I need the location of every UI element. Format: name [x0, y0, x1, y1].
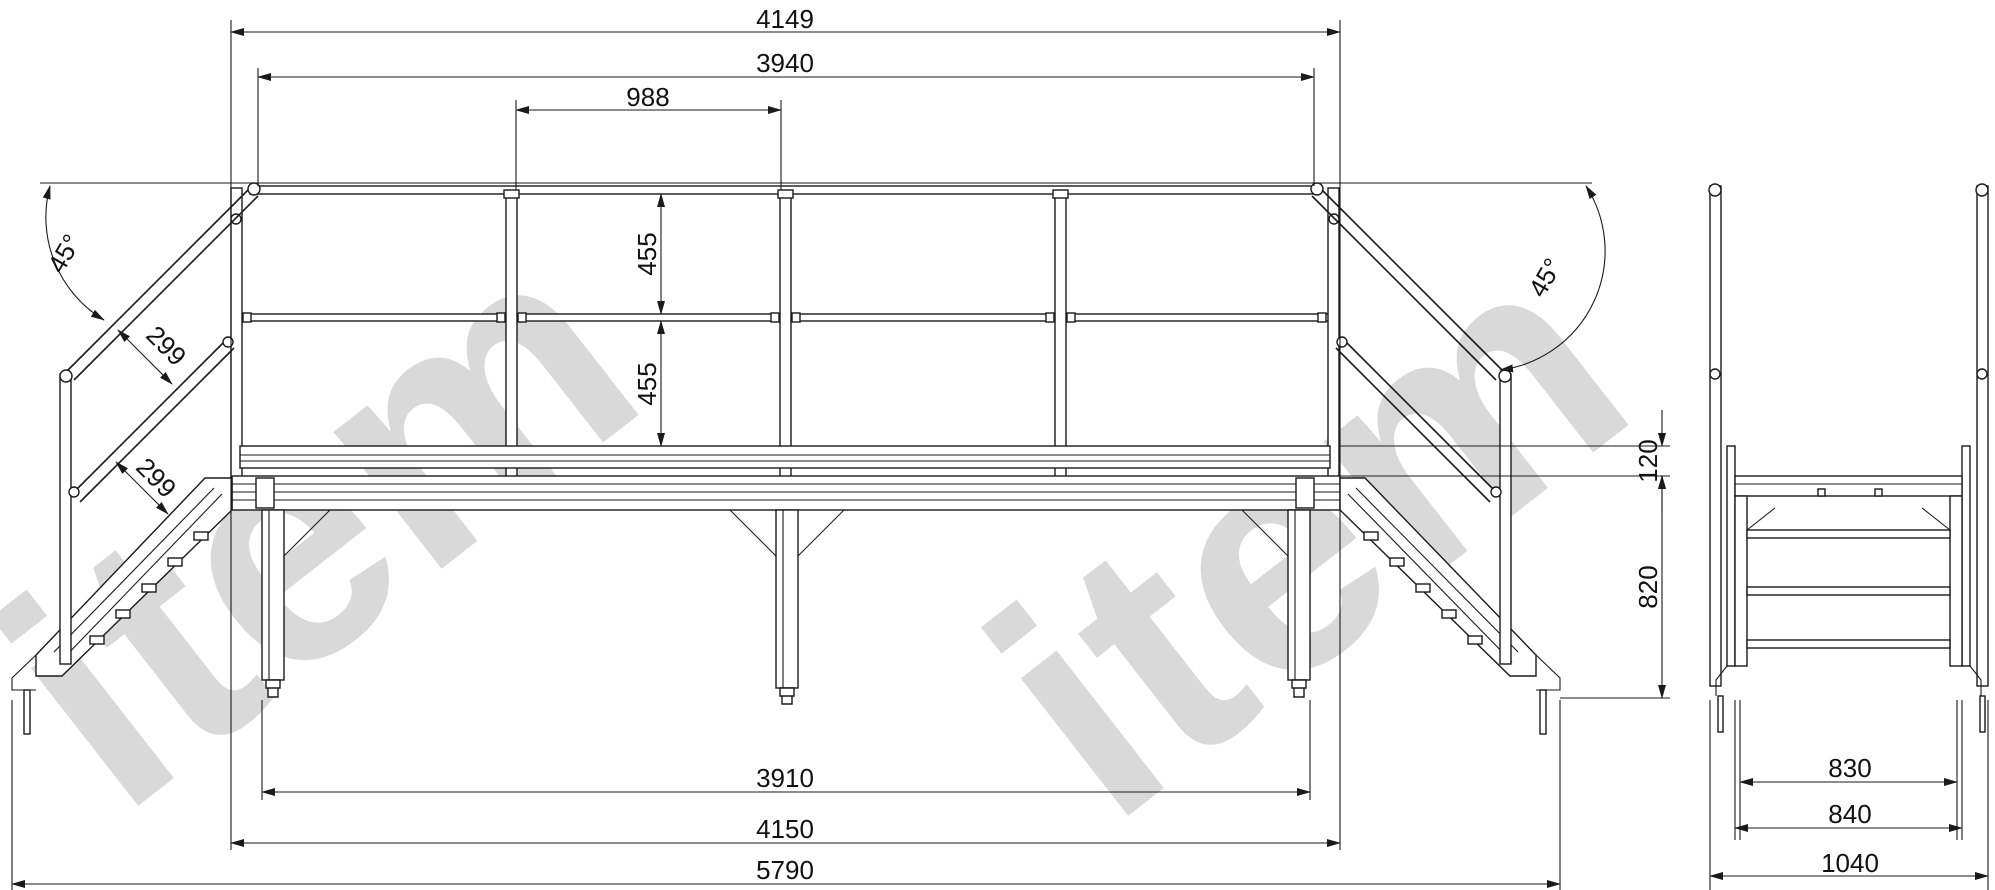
dim-inner-width: 830 — [1828, 753, 1871, 783]
dim-platform-length: 4150 — [756, 814, 814, 844]
left-stair — [11, 189, 259, 735]
dim-stair-rail-gap-upper: 299 — [140, 320, 192, 372]
leg-right — [1287, 509, 1311, 681]
leg-left — [261, 509, 285, 681]
watermark: item item — [0, 167, 1688, 886]
dim-toe-board: 120 — [1633, 439, 1663, 482]
dim-handrail-span: 3940 — [756, 48, 814, 78]
dim-support-span: 3910 — [756, 763, 814, 793]
dim-angle-left: 45° — [41, 229, 87, 278]
end-post-right — [1976, 185, 1989, 687]
dim-platform-height: 820 — [1633, 565, 1663, 608]
dim-overall-top: 4149 — [756, 4, 814, 34]
right-stair — [1311, 189, 1561, 735]
platform-frame — [231, 475, 1341, 511]
left-stair-post — [59, 373, 72, 665]
end-view: 830 840 1040 — [1708, 183, 1989, 890]
dim-frame-width: 840 — [1828, 799, 1871, 829]
right-stair-post — [1499, 373, 1512, 665]
dim-overall-width: 1040 — [1821, 848, 1879, 878]
end-frame-top — [1734, 475, 1963, 497]
dim-rail-gap-lower: 455 — [632, 362, 662, 405]
dim-post-spacing: 988 — [626, 82, 669, 112]
dim-total-length: 5790 — [756, 855, 814, 885]
leg-middle — [775, 509, 799, 689]
end-post-left — [1709, 185, 1722, 687]
dim-rail-gap-upper: 455 — [632, 232, 662, 275]
toe-board — [239, 445, 1331, 469]
watermark-text-left: item — [0, 167, 698, 876]
